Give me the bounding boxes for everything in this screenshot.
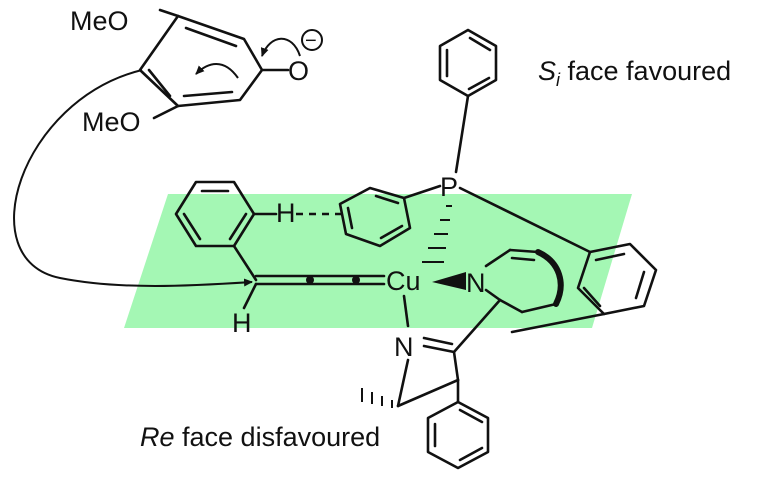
pyridine-nitrogen-label: N xyxy=(466,268,486,298)
imine-nitrogen-label: N xyxy=(394,332,414,362)
copper-imine-bond xyxy=(402,294,410,328)
phenyl-ring-right xyxy=(510,242,658,334)
phenyl-ring-top xyxy=(438,28,498,174)
electron-push-arrow-oxygen xyxy=(260,37,301,57)
copper-nitrogen-wedge-bond xyxy=(432,272,466,290)
allene-chain xyxy=(242,274,386,310)
pyridine-ring xyxy=(452,248,564,354)
imine-ring xyxy=(396,336,460,408)
methoxy-top-label: MeO xyxy=(70,6,129,36)
phenolate-oxygen-label: O xyxy=(288,56,309,86)
si-face-caption: Si face favoured xyxy=(538,56,731,90)
phosphorus-copper-hashed-bond xyxy=(422,205,452,263)
copper-label: Cu xyxy=(386,266,421,296)
phosphorus-label: P xyxy=(440,172,458,202)
phenyl-ring-bottom xyxy=(426,378,490,470)
methyl-hashed-bond xyxy=(361,388,393,408)
negative-charge-circle xyxy=(301,29,323,51)
phenyl-ring-behind xyxy=(338,184,442,248)
interacting-hydrogen-label: H xyxy=(276,198,296,228)
methoxy-bottom-label: MeO xyxy=(82,107,141,137)
electron-push-arrow-ring xyxy=(195,63,239,79)
phenyl-ring-left xyxy=(174,180,278,282)
phosphine-backbone-bond xyxy=(458,186,592,254)
alkyne-hydrogen-label: H xyxy=(232,308,252,338)
coordination-plane xyxy=(124,194,632,328)
re-face-caption: Re face disfavoured xyxy=(140,422,380,452)
nucleophilic-attack-arrow xyxy=(13,69,253,287)
negative-charge-sign: − xyxy=(305,30,317,52)
